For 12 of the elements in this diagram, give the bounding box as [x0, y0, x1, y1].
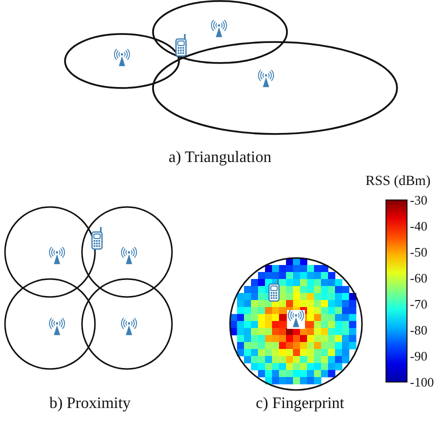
- caption: b) Proximity: [49, 396, 131, 412]
- tick-label: -40: [410, 220, 428, 232]
- tick-label: -50: [410, 246, 428, 258]
- tick-label: -100: [410, 376, 434, 388]
- caption: a) Triangulation: [168, 150, 272, 166]
- tick-label: -60: [410, 272, 428, 284]
- tick-label: -30: [410, 194, 428, 206]
- tick-label: -90: [410, 350, 428, 362]
- tick-label: -70: [410, 298, 428, 310]
- axis-title: RSS (dBm): [366, 175, 430, 189]
- caption: c) Fingerprint: [256, 396, 344, 412]
- tick-label: -80: [410, 324, 428, 336]
